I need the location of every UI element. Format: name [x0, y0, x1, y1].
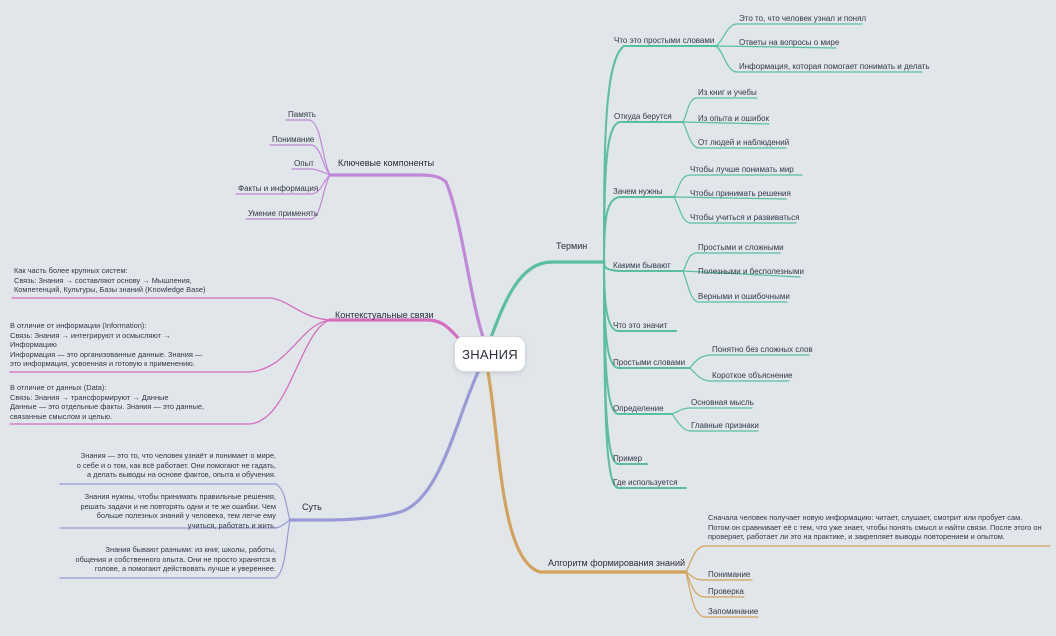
components-node[interactable]: Ключевые компоненты [338, 158, 435, 168]
algorithm-node[interactable]: Алгоритм формирования знаний [548, 558, 686, 568]
kinds-item: Простыми и сложными [698, 243, 784, 252]
algorithm-description: Сначала человек получает новую информаци… [708, 513, 1042, 542]
root-node[interactable]: ЗНАНИЯ [455, 337, 525, 371]
example-node[interactable]: Пример [613, 454, 643, 463]
essence-item: Знания нужны, чтобы принимать правильные… [80, 492, 276, 530]
component-item: Понимание [272, 135, 315, 144]
essence-node[interactable]: Суть [302, 502, 322, 512]
simple-words-item: Это то, что человек узнал и понял [739, 14, 867, 23]
meaning-node[interactable]: Что это значит [613, 321, 668, 330]
plain-item: Понятно без сложных слов [712, 345, 813, 354]
termin-node[interactable]: Термин [556, 241, 588, 251]
usage-node[interactable]: Где используется [613, 478, 678, 487]
simple-words-node[interactable]: Что это простыми словами [614, 36, 715, 45]
why-needed-item: Чтобы лучше понимать мир [690, 165, 794, 174]
plain-item: Короткое объяснение [712, 371, 793, 380]
essence-item: Знания — это то, что человек узнаёт и по… [76, 451, 276, 480]
kinds-item: Верными и ошибочными [698, 292, 790, 301]
context-item-information: В отличие от информации (Information): С… [10, 321, 203, 369]
simple-words-item: Информация, которая помогает понимать и … [739, 62, 930, 71]
component-item: Факты и информация [238, 184, 319, 193]
essence-item: Знания бывают разными: из книг, школы, р… [75, 545, 276, 574]
component-item: Умение применять [248, 209, 319, 218]
definition-item: Основная мысль [691, 398, 754, 407]
where-from-item: Из книг и учебы [698, 88, 757, 97]
essence-branch-lines [59, 370, 480, 579]
kinds-item: Полезными и бесполезными [698, 267, 804, 276]
termin-branch-lines [488, 23, 923, 489]
context-item-systems: Как часть более крупных систем: Связь: З… [14, 266, 206, 295]
context-node[interactable]: Контекстуальные связи [335, 310, 434, 320]
kinds-node[interactable]: Какими бывают [613, 261, 671, 270]
why-needed-item: Чтобы учиться и развиваться [690, 213, 800, 222]
definition-item: Главные признаки [691, 421, 759, 430]
why-needed-node[interactable]: Зачем нужны [613, 187, 663, 196]
why-needed-item: Чтобы принимать решения [690, 189, 791, 198]
plain-node[interactable]: Простыми словами [613, 358, 686, 367]
definition-node[interactable]: Определение [613, 404, 664, 413]
where-from-item: Из опыта и ошибок [698, 114, 769, 123]
where-from-node[interactable]: Откуда берутся [614, 112, 672, 121]
algorithm-item: Проверка [708, 587, 744, 596]
where-from-item: От людей и наблюдений [698, 138, 790, 147]
algorithm-item: Понимание [708, 570, 751, 579]
components-branch-lines [235, 119, 486, 342]
algorithm-item: Запоминание [708, 607, 759, 616]
component-item: Опыт [294, 159, 314, 168]
component-item: Память [288, 110, 316, 119]
algorithm-branch-lines [486, 370, 1051, 618]
simple-words-item: Ответы на вопросы о мире [739, 38, 840, 47]
context-item-data: В отличие от данных (Data): Связь: Знани… [10, 383, 205, 421]
